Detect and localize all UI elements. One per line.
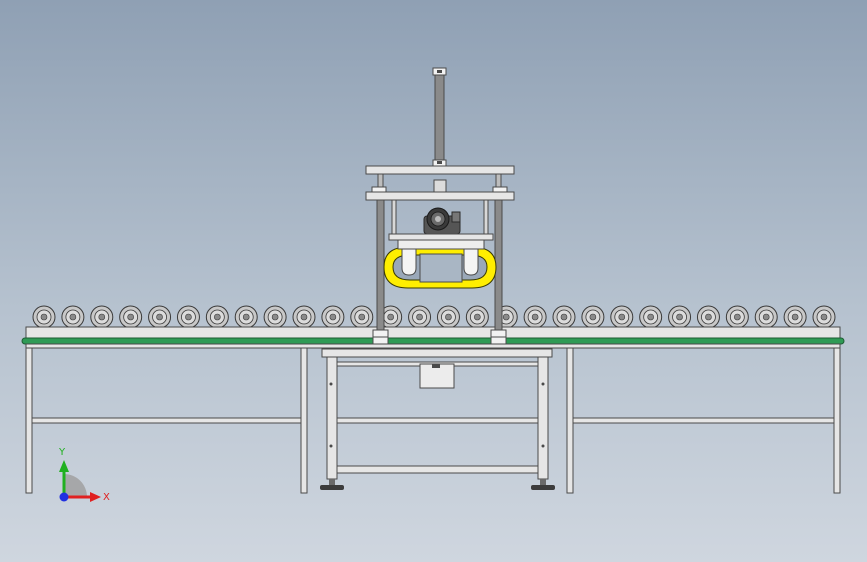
top-plates — [365, 165, 515, 201]
roller-axle — [358, 313, 366, 321]
crossbar-left — [31, 417, 302, 424]
roller-axle — [647, 313, 654, 321]
conveyor-bed — [21, 326, 845, 349]
roller-axle — [445, 313, 452, 321]
roller-axle — [387, 313, 394, 321]
roller-axle — [98, 313, 106, 321]
triad-x-label: X — [103, 492, 110, 503]
roller-axle — [242, 313, 250, 321]
foot-left-stem — [329, 479, 335, 485]
leg-far-right — [833, 340, 841, 494]
leg-left-inner — [300, 340, 308, 494]
leveling-feet — [320, 479, 555, 490]
conveyor-lower-rail — [25, 343, 841, 349]
roller-axle — [40, 313, 48, 321]
rod-coupler — [433, 179, 447, 193]
conveyor-belt — [21, 337, 845, 345]
roller-axle — [416, 313, 423, 321]
base-bottom-rail — [336, 465, 539, 474]
foot-right-pad — [531, 485, 555, 490]
roller-axle — [156, 313, 163, 321]
motor-terminal-box — [451, 211, 461, 223]
gripper-top-plate — [388, 233, 494, 241]
hanger-rod-left — [391, 199, 397, 237]
control-box-cable — [432, 364, 440, 368]
gripper-block — [419, 253, 463, 283]
roller-axle — [791, 313, 799, 321]
conveyor-rollers — [32, 305, 836, 329]
roller-axle — [820, 313, 828, 321]
triad-x-arrowhead — [90, 492, 101, 502]
base-post-left — [326, 356, 338, 480]
roller-axle — [531, 313, 539, 321]
roller-axle — [705, 313, 712, 321]
roller-axle — [127, 313, 134, 321]
conveyor-side-rail — [25, 326, 841, 339]
leg-right-inner — [566, 340, 574, 494]
roller-axle — [271, 313, 279, 321]
triad-y-arrowhead — [59, 460, 69, 472]
roller-axle — [185, 313, 192, 321]
top-fixed-plate — [365, 165, 515, 175]
guide-columns — [372, 173, 507, 345]
lift-cylinder — [432, 67, 447, 167]
roller-axle — [589, 313, 597, 321]
roller-axle — [560, 313, 568, 321]
guide-column-left — [376, 198, 385, 331]
leg-far-left — [25, 340, 33, 494]
motor-icon — [423, 207, 461, 235]
crossbar-right — [572, 417, 835, 424]
coordinate-triad-icon: Y X — [58, 447, 110, 503]
foot-left-pad — [320, 485, 344, 490]
gripper-finger-left — [401, 248, 417, 276]
triad-z-axis — [59, 492, 69, 502]
base-mid-rail — [336, 417, 539, 424]
gripper-finger-right — [463, 248, 479, 276]
roller-axle — [676, 313, 683, 321]
roller-axle — [214, 313, 221, 321]
triad-plane-arc — [64, 474, 87, 497]
cylinder-barrel — [434, 74, 445, 161]
right-frame — [566, 340, 841, 494]
moving-plate — [365, 191, 515, 201]
roller-axle — [762, 313, 770, 321]
roller-axle — [734, 313, 741, 321]
base-top-beam — [321, 348, 553, 358]
roller-axle — [618, 313, 626, 321]
base-post-right — [537, 356, 549, 480]
gripper-clamp-plate — [397, 239, 485, 250]
lift-station-base — [321, 348, 553, 480]
gripper-assembly — [383, 233, 497, 289]
roller-axle — [474, 313, 481, 321]
foot-right-stem — [540, 479, 546, 485]
roller-axle — [329, 313, 337, 321]
roller-axle — [300, 313, 308, 321]
triad-y-label: Y — [58, 447, 66, 458]
roller-axle — [502, 313, 510, 321]
hanger-rod-right — [483, 199, 489, 237]
roller-axle — [69, 313, 77, 321]
